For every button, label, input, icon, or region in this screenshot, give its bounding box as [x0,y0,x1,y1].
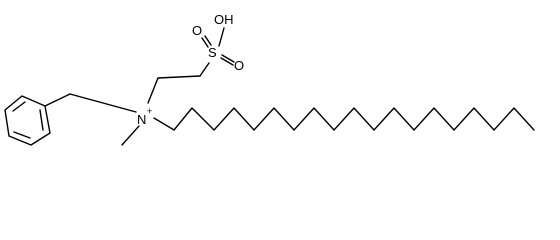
bond-ring-ch2 [44,93,71,107]
bond-s-o-right-b [221,54,235,63]
benzene-inner-bond-1 [12,101,26,112]
benzene-inner-bond-2 [13,131,31,139]
atom-hydroxyl: OH [214,12,234,27]
atom-sulfur: S [208,45,217,60]
atom-oxygen-right: O [234,58,244,73]
bond-s-oh [218,27,225,47]
bond-ch2a-ch2b [157,75,201,79]
dodecyl-chain [153,107,535,131]
bond-ch2-n [69,93,137,113]
bond-n-ch2a [147,77,159,104]
atom-nitrogen: N [137,112,146,127]
bond-ch2b-s [199,62,210,77]
atom-oxygen-top: O [192,23,202,38]
bond-s-o-top-b [204,35,212,46]
chemical-structure: N + S OH O O [4,12,535,146]
bond-n-methyl [121,125,140,146]
benzene-ring [4,95,51,146]
atom-charge: + [147,106,152,116]
bond-s-o-right-a [220,57,234,66]
bond-s-o-top-a [201,37,209,48]
benzene-inner-bond-3 [39,109,44,131]
